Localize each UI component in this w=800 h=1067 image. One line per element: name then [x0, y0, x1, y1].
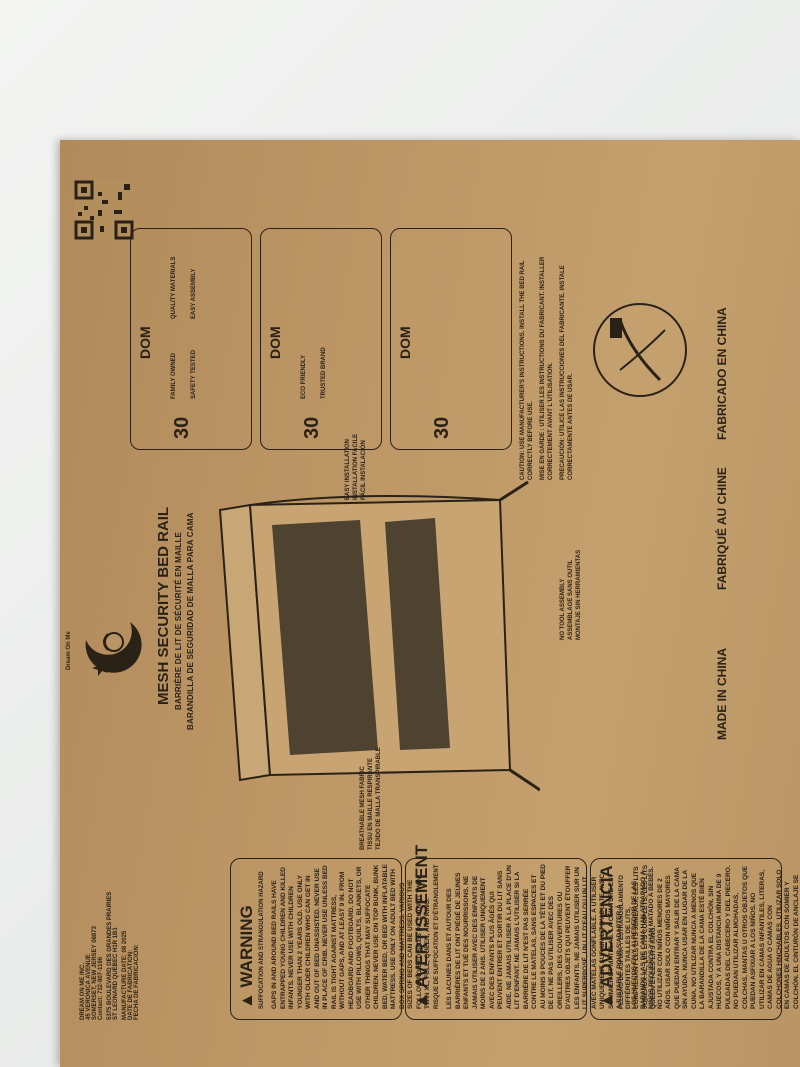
made-in-es: FABRICADO EN CHINA [715, 307, 729, 440]
made-in-en: MADE IN CHINA [715, 648, 729, 740]
printed-panel: DREAM ON ME INC. 45 VERONICA AVENUE SOME… [60, 160, 800, 1040]
detail-circle-illustration [593, 303, 687, 397]
title-en: MESH SECURITY BED RAIL [155, 506, 172, 705]
warning-title-en: WARNING [237, 905, 256, 988]
warning-heading-es: ▲ ADVERTENCIA [597, 865, 616, 1009]
badge-brand: DOM [397, 326, 413, 359]
company-line: FECHA DE FABRICACIÓN: [134, 944, 140, 1020]
badge-years: 30 [171, 416, 193, 439]
badge-caption: EASY ASSEMBLY [191, 268, 197, 319]
badge-caption: FAMILY OWNED [171, 352, 177, 399]
badge-years: 30 [301, 416, 323, 439]
qr-code [74, 180, 134, 240]
warning-heading-fr: ▲ AVERTISSEMENT [412, 844, 431, 1009]
warning-box-en: ▲ WARNING SUFFOCATION AND STRANGULATION … [230, 858, 431, 1020]
badge-caption: SAFETY TESTED [191, 350, 197, 399]
title-fr: BARRIÈRE DE LIT DE SÉCURITÉ EN MAILLE [174, 531, 183, 710]
callout-tool-fr: ASSEMBLAGE SANS OUTIL [568, 559, 574, 640]
badge-caption: ECO FRIENDLY [301, 354, 307, 399]
company-info: DREAM ON ME INC. 45 VERONICA AVENUE SOME… [80, 860, 140, 1020]
moon-logo-icon [85, 622, 142, 676]
badge-caption: TRUSTED BRAND [321, 347, 327, 399]
warning-title-es: ADVERTENCIA [597, 865, 616, 989]
bed-rail-illustration [218, 480, 540, 792]
callout-tool-en: NO TOOL ASSEMBLY [560, 578, 566, 640]
warning-sub-en: SUFFOCATION AND STRANGULATION HAZARD [259, 871, 265, 1009]
company-line: Contact: 732-907-1196 [98, 956, 104, 1020]
caution-fr: MISE EN GARDE : UTILISER LES INSTRUCTION… [540, 256, 554, 480]
company-line: ST LEONARD QUÉBEC H1R 1B1 [113, 927, 119, 1020]
badge-caption: QUALITY MATERIALS [171, 256, 177, 319]
warning-box-es: ▲ ADVERTENCIA PELIGRO DE ASFIXIA Y ESTRA… [590, 858, 800, 1020]
callout-tool-es: MONTAJE SIN HERRAMIENTAS [576, 549, 582, 640]
made-in-fr: FABRIQUÉ AU CHINE [715, 467, 729, 590]
badge-brand: DOM [267, 326, 283, 359]
badge-brand: DOM [137, 326, 153, 359]
badge-years: 30 [431, 416, 453, 439]
warning-body-es: LOS HUECOS EN Y ALREDEDOR DE LAS BARANDI… [631, 865, 800, 1009]
warning-box-fr: ▲ AVERTISSEMENT RISQUE DE SUFFOCATION ET… [405, 845, 657, 1020]
badge-panel-1: DOM 30 FAMILY OWNED SAFETY TESTED QUALIT… [130, 228, 252, 450]
callout-mesh-fr: TISSU EN MAILLE RESPIRANTE [368, 757, 374, 850]
badge-panel-3: DOM 30 [390, 228, 512, 450]
warning-sub-es: PELIGRO DE ASFIXIA Y ESTRANGULAMIENTO [619, 875, 625, 1009]
cardboard-box: DREAM ON ME INC. 45 VERONICA AVENUE SOME… [60, 140, 800, 1067]
warning-heading-en: ▲ WARNING [237, 905, 256, 1009]
caution-en: CAUTION: USE MANUFACTURER'S INSTRUCTIONS… [520, 260, 534, 480]
title-es: BARANDILLA DE SEGURIDAD DE MALLA PARA CA… [186, 512, 195, 730]
callout-mesh-en: BREATHABLE MESH FABRIC [360, 766, 366, 850]
warning-title-fr: AVERTISSEMENT [412, 844, 431, 989]
caution-es: PRECAUCIÓN: UTILICE LAS INSTRUCCIONES DE… [560, 265, 574, 480]
warning-sub-fr: RISQUE DE SUFFOCATION ET D'ÉTRANGLEMENT [434, 864, 440, 1009]
callout-mesh-es: TEJIDO DE MALLA TRANSPIRABLE [376, 747, 382, 850]
badge-panel-2: DOM 30 ECO FRIENDLY TRUSTED BRAND [260, 228, 382, 450]
brand-logo-text: Dream On Me [66, 631, 72, 670]
